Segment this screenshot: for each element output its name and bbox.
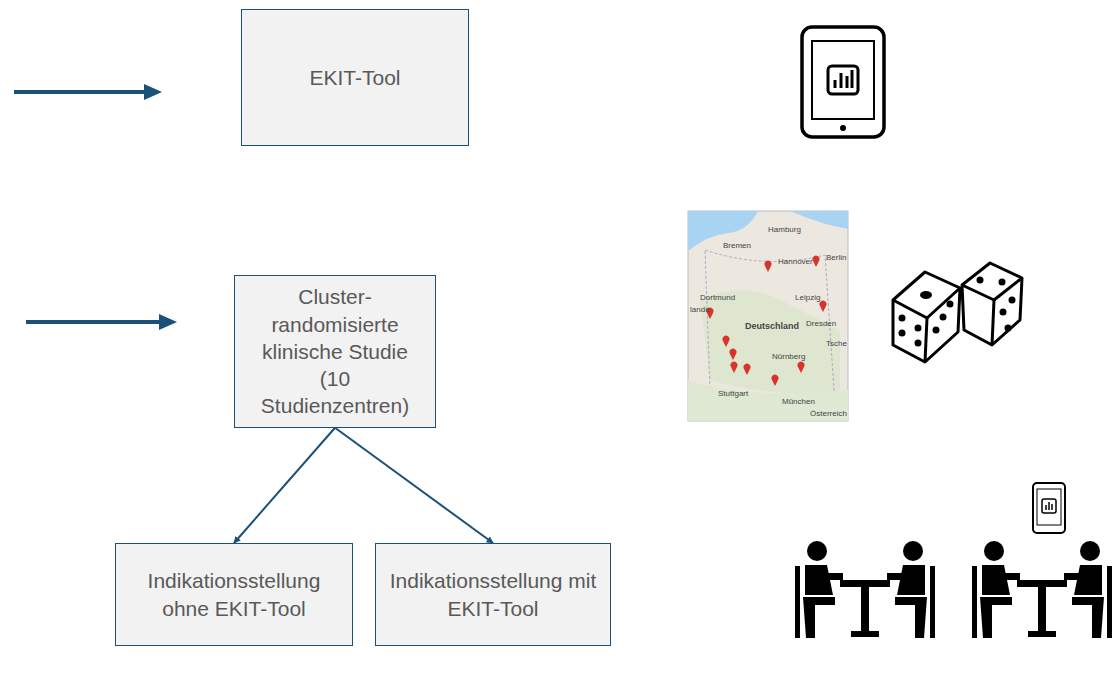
dice-icon xyxy=(893,263,1022,362)
split-arrow xyxy=(234,428,335,543)
map-place-label: lande xyxy=(690,306,710,314)
map-place-label: Leipzig xyxy=(795,294,820,302)
map-place-label: Stuttgart xyxy=(718,390,748,398)
box-label: Indikationsstellung mit EKIT-Tool xyxy=(376,567,610,622)
map-place-label: Hamburg xyxy=(768,226,801,234)
study-box: Cluster-randomisierte klinische Studie (… xyxy=(234,275,436,427)
map-place-label: Dortmund xyxy=(700,294,735,302)
box-label: Indikationsstellung ohne EKIT-Tool xyxy=(116,567,352,622)
tool-box: EKIT-Tool xyxy=(241,9,469,146)
arm-box: Indikationsstellung ohne EKIT-Tool xyxy=(115,543,353,646)
consultation-icon xyxy=(795,541,935,638)
consultation-icon xyxy=(972,541,1112,638)
map-place-label: Hannover xyxy=(778,258,813,266)
map-place-label: Deutschland xyxy=(745,322,799,331)
box-label: EKIT-Tool xyxy=(299,64,410,91)
map-place-label: Berlin xyxy=(826,254,846,262)
split-arrow xyxy=(335,428,493,543)
box-label: Cluster-randomisierte klinische Studie (… xyxy=(235,283,435,419)
germany-map xyxy=(688,211,848,421)
map-place-label: München xyxy=(782,398,815,406)
pointer-arrow xyxy=(14,84,177,330)
map-place-label: Nürnberg xyxy=(772,353,805,361)
map-place-label: Österreich xyxy=(810,410,847,418)
tablet-icon xyxy=(1033,483,1065,533)
map-place-label: Bremen xyxy=(723,242,751,250)
map-place-label: Tsche xyxy=(826,340,847,348)
arm-box: Indikationsstellung mit EKIT-Tool xyxy=(375,543,611,646)
map-place-label: Dresden xyxy=(806,320,836,328)
tablet-icon xyxy=(802,27,884,137)
